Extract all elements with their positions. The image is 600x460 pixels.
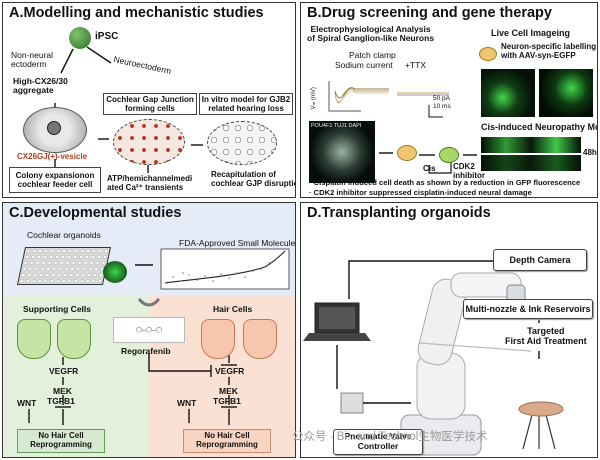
bullet-1: · Cisplatin induced cell death as shown … [309, 178, 581, 187]
right-mek: MEK [219, 386, 238, 396]
left-vegfr: VEGFR [49, 366, 79, 376]
organoids-label: Cochlear organoids [27, 230, 101, 240]
colony-label: Colony expansionon cochlear feeder cell [9, 167, 101, 193]
panel-transplanting: D.Transplanting organoids Depth Camera M… [300, 202, 598, 458]
neuropathy-image-1 [481, 137, 581, 153]
gap-junction-cells-icon [113, 119, 185, 165]
organoid-icon [479, 47, 497, 61]
drug-label: Regorafenib [121, 346, 171, 356]
current-traces [328, 81, 449, 118]
cis-title: Cis-induced Neuropathy Model [481, 122, 597, 132]
neuron-micrograph [309, 121, 375, 183]
scale-pa: 50 pA [433, 95, 450, 102]
electro-title: Electrophysiological Analysis of Spiral … [307, 24, 435, 44]
patch-label: Patch clamp [349, 50, 396, 60]
gap-junction-box: Cochlear Gap Junction forming cells [103, 93, 197, 115]
left-result: No Hair Cell Reprogramming [17, 429, 105, 453]
sodium-label: Sodium current [335, 60, 393, 70]
vesicle-label: CX26GJ(+)-vesicle [17, 152, 88, 161]
time-label: 48h [583, 148, 597, 157]
panel-c-title: C.Developmental studies [9, 205, 182, 221]
gfp-image-1 [481, 69, 535, 117]
panel-c-arrows [28, 248, 290, 425]
supporting-cell-2 [57, 319, 91, 359]
depth-camera-box: Depth Camera [493, 249, 587, 271]
vesicle-icon [47, 121, 61, 135]
panel-drug-screening: B.Drug screening and gene therapy Electr… [300, 2, 598, 198]
fda-label: FDA-Approved Small Molecules [179, 238, 296, 248]
ipsc-label: iPSC [95, 31, 119, 42]
neuropathy-image-2 [481, 155, 581, 171]
disrupted-cells-icon [207, 121, 277, 165]
panel-modelling: A.Modelling and mechanistic studies iPSC… [2, 2, 296, 198]
cis-label: Cis [423, 164, 436, 173]
valve-controller-box: Pneumatic Valve Controller [333, 429, 423, 455]
non-neural-label: Non-neural ectoderm [11, 50, 54, 70]
hair-cell-1 [201, 319, 235, 359]
right-result: No Hair Cell Reprogramming [183, 429, 271, 453]
panel-a-title: A.Modelling and mechanistic studies [9, 5, 264, 21]
ttx-label: +TTX [405, 60, 427, 70]
recap-label: Recapitulation of cochlear GJP disruptio… [211, 170, 295, 188]
nozzle-box: Multi-nozzle & Ink Reservoirs [463, 299, 593, 319]
scale-ms: 10 ms [433, 103, 451, 110]
left-tgfb1: TGFB1 [47, 396, 75, 406]
panel-d-title: D.Transplanting organoids [307, 205, 491, 221]
ipsc-sphere-icon [69, 27, 91, 49]
atp-label: ATP/hemichannelmedi ated Ca²⁺ transients [107, 174, 193, 192]
micrograph-label: POU4F1 TUJ1 DAPI [311, 123, 362, 129]
hair-cell-2 [243, 319, 277, 359]
cdk2-label: CDK2 inhibitor [453, 162, 485, 180]
targeted-label: Targeted First Aid Treatment [505, 326, 587, 346]
organoid-b3-icon [439, 147, 459, 163]
watermark-text: 公众号 · Bi...and Technol生物医学技术 [292, 431, 488, 443]
regorafenib-structure: ⬡–⬡–⬡ [113, 317, 185, 343]
organoid-image [103, 261, 127, 283]
right-vegfr: VEGFR [215, 366, 245, 376]
right-wnt: WNT [177, 398, 197, 408]
organoid-b2-icon [397, 145, 417, 161]
supporting-label: Supporting Cells [23, 304, 91, 314]
invitro-box: In vitro model for GJB2 related hearing … [199, 93, 293, 115]
panel-a-arrows [54, 46, 203, 173]
right-tgfb1: TGFB1 [213, 396, 241, 406]
supporting-cell-1 [17, 319, 51, 359]
aggregate-label: High-CX26/30 aggregate [13, 76, 68, 96]
panel-b-arrows [379, 152, 477, 174]
panel-b-title: B.Drug screening and gene therapy [307, 5, 552, 21]
hair-label: Hair Cells [213, 304, 253, 314]
live-title: Live Cell Imageing [491, 28, 571, 38]
panel-developmental: C.Developmental studies Cochlear organoi… [2, 202, 296, 458]
left-mek: MEK [53, 386, 72, 396]
gfp-image-2 [539, 69, 593, 117]
left-wnt: WNT [17, 398, 37, 408]
bullet-2: · CDK2 inhibitor suppressed cisplatin-in… [309, 188, 532, 197]
labelling-label: Neuron-specific labelling with AAV-syn-E… [501, 42, 597, 60]
